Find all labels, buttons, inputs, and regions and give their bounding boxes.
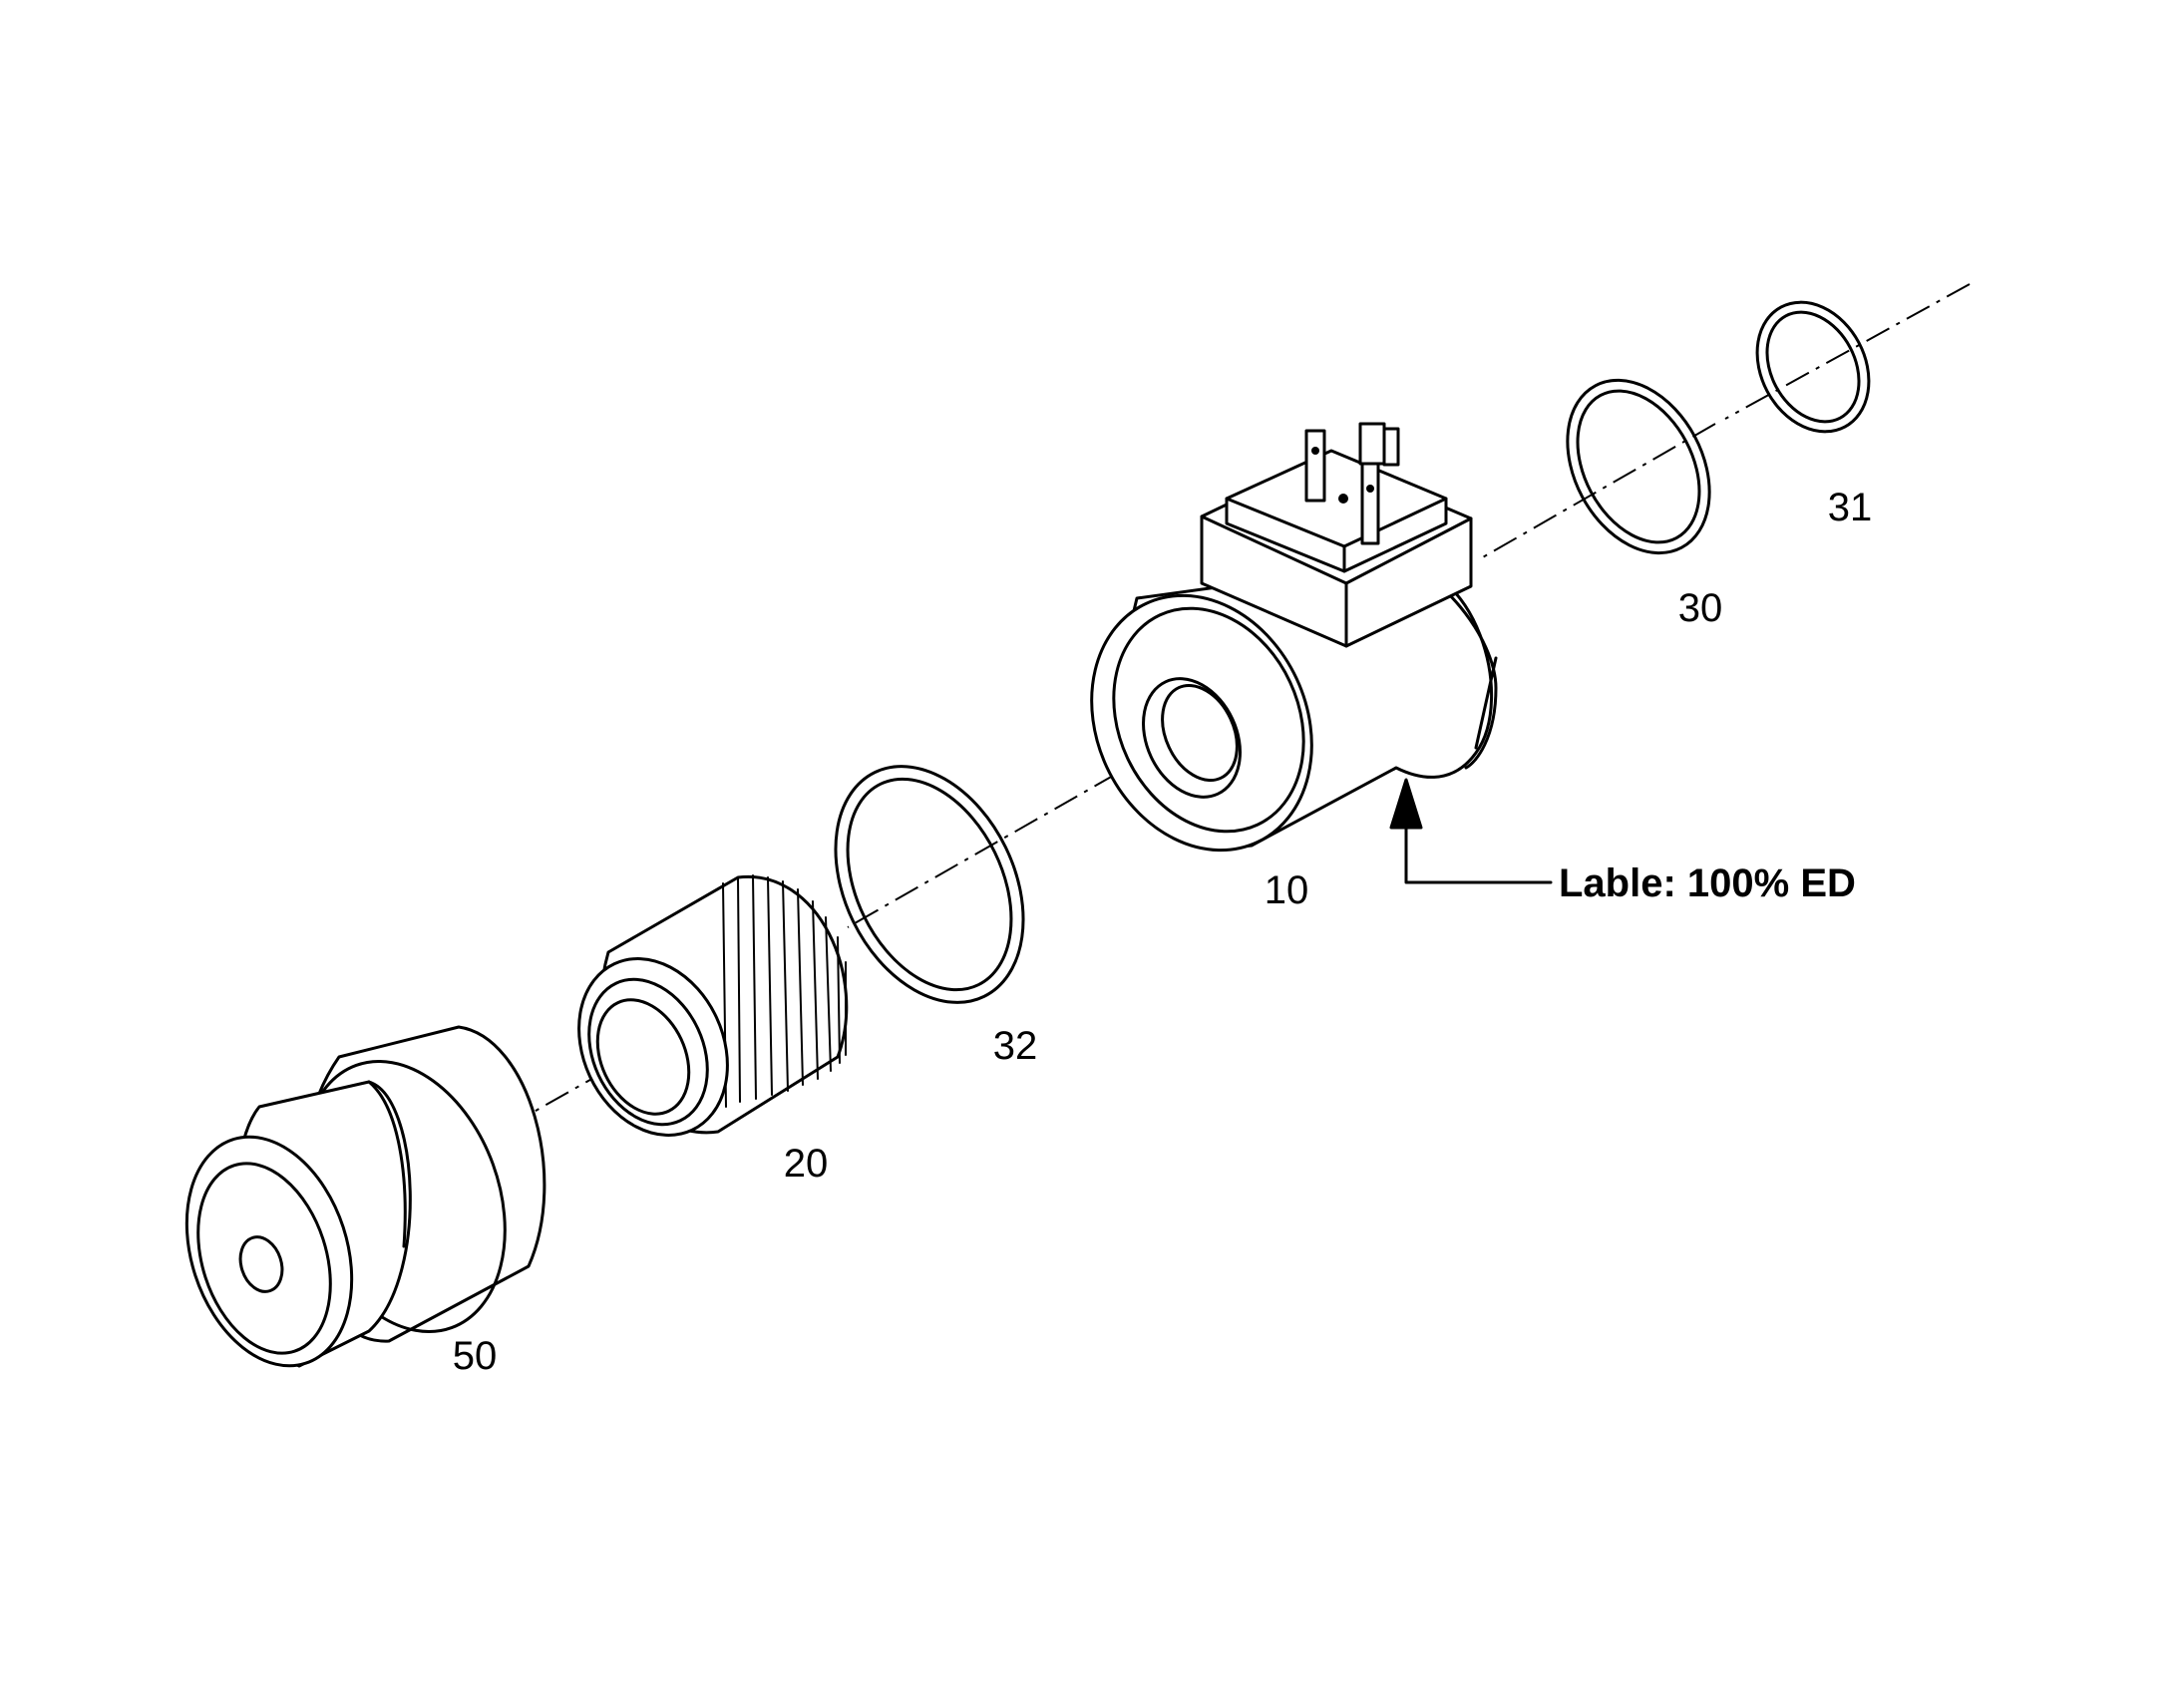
part-label-31: 31 — [1828, 486, 1873, 529]
solenoid-coil-10 — [1090, 422, 1498, 853]
part-label-32: 32 — [993, 1024, 1038, 1068]
label-callout-text: Lable: 100% ED — [1559, 861, 1856, 905]
o-ring-31 — [1755, 300, 1871, 434]
axis-segment-upper — [1480, 423, 1716, 559]
axis-segment-right — [1724, 283, 1971, 420]
part-label-20: 20 — [784, 1142, 829, 1186]
part-label-50: 50 — [453, 1334, 498, 1378]
part-label-30: 30 — [1678, 586, 1723, 630]
part-label-10: 10 — [1265, 868, 1309, 912]
o-ring-30 — [1566, 378, 1711, 555]
label-callout-arrow — [1389, 778, 1553, 884]
cap-50 — [184, 1025, 546, 1368]
knurled-nut-20 — [577, 874, 849, 1137]
o-ring-32 — [834, 765, 1025, 1004]
